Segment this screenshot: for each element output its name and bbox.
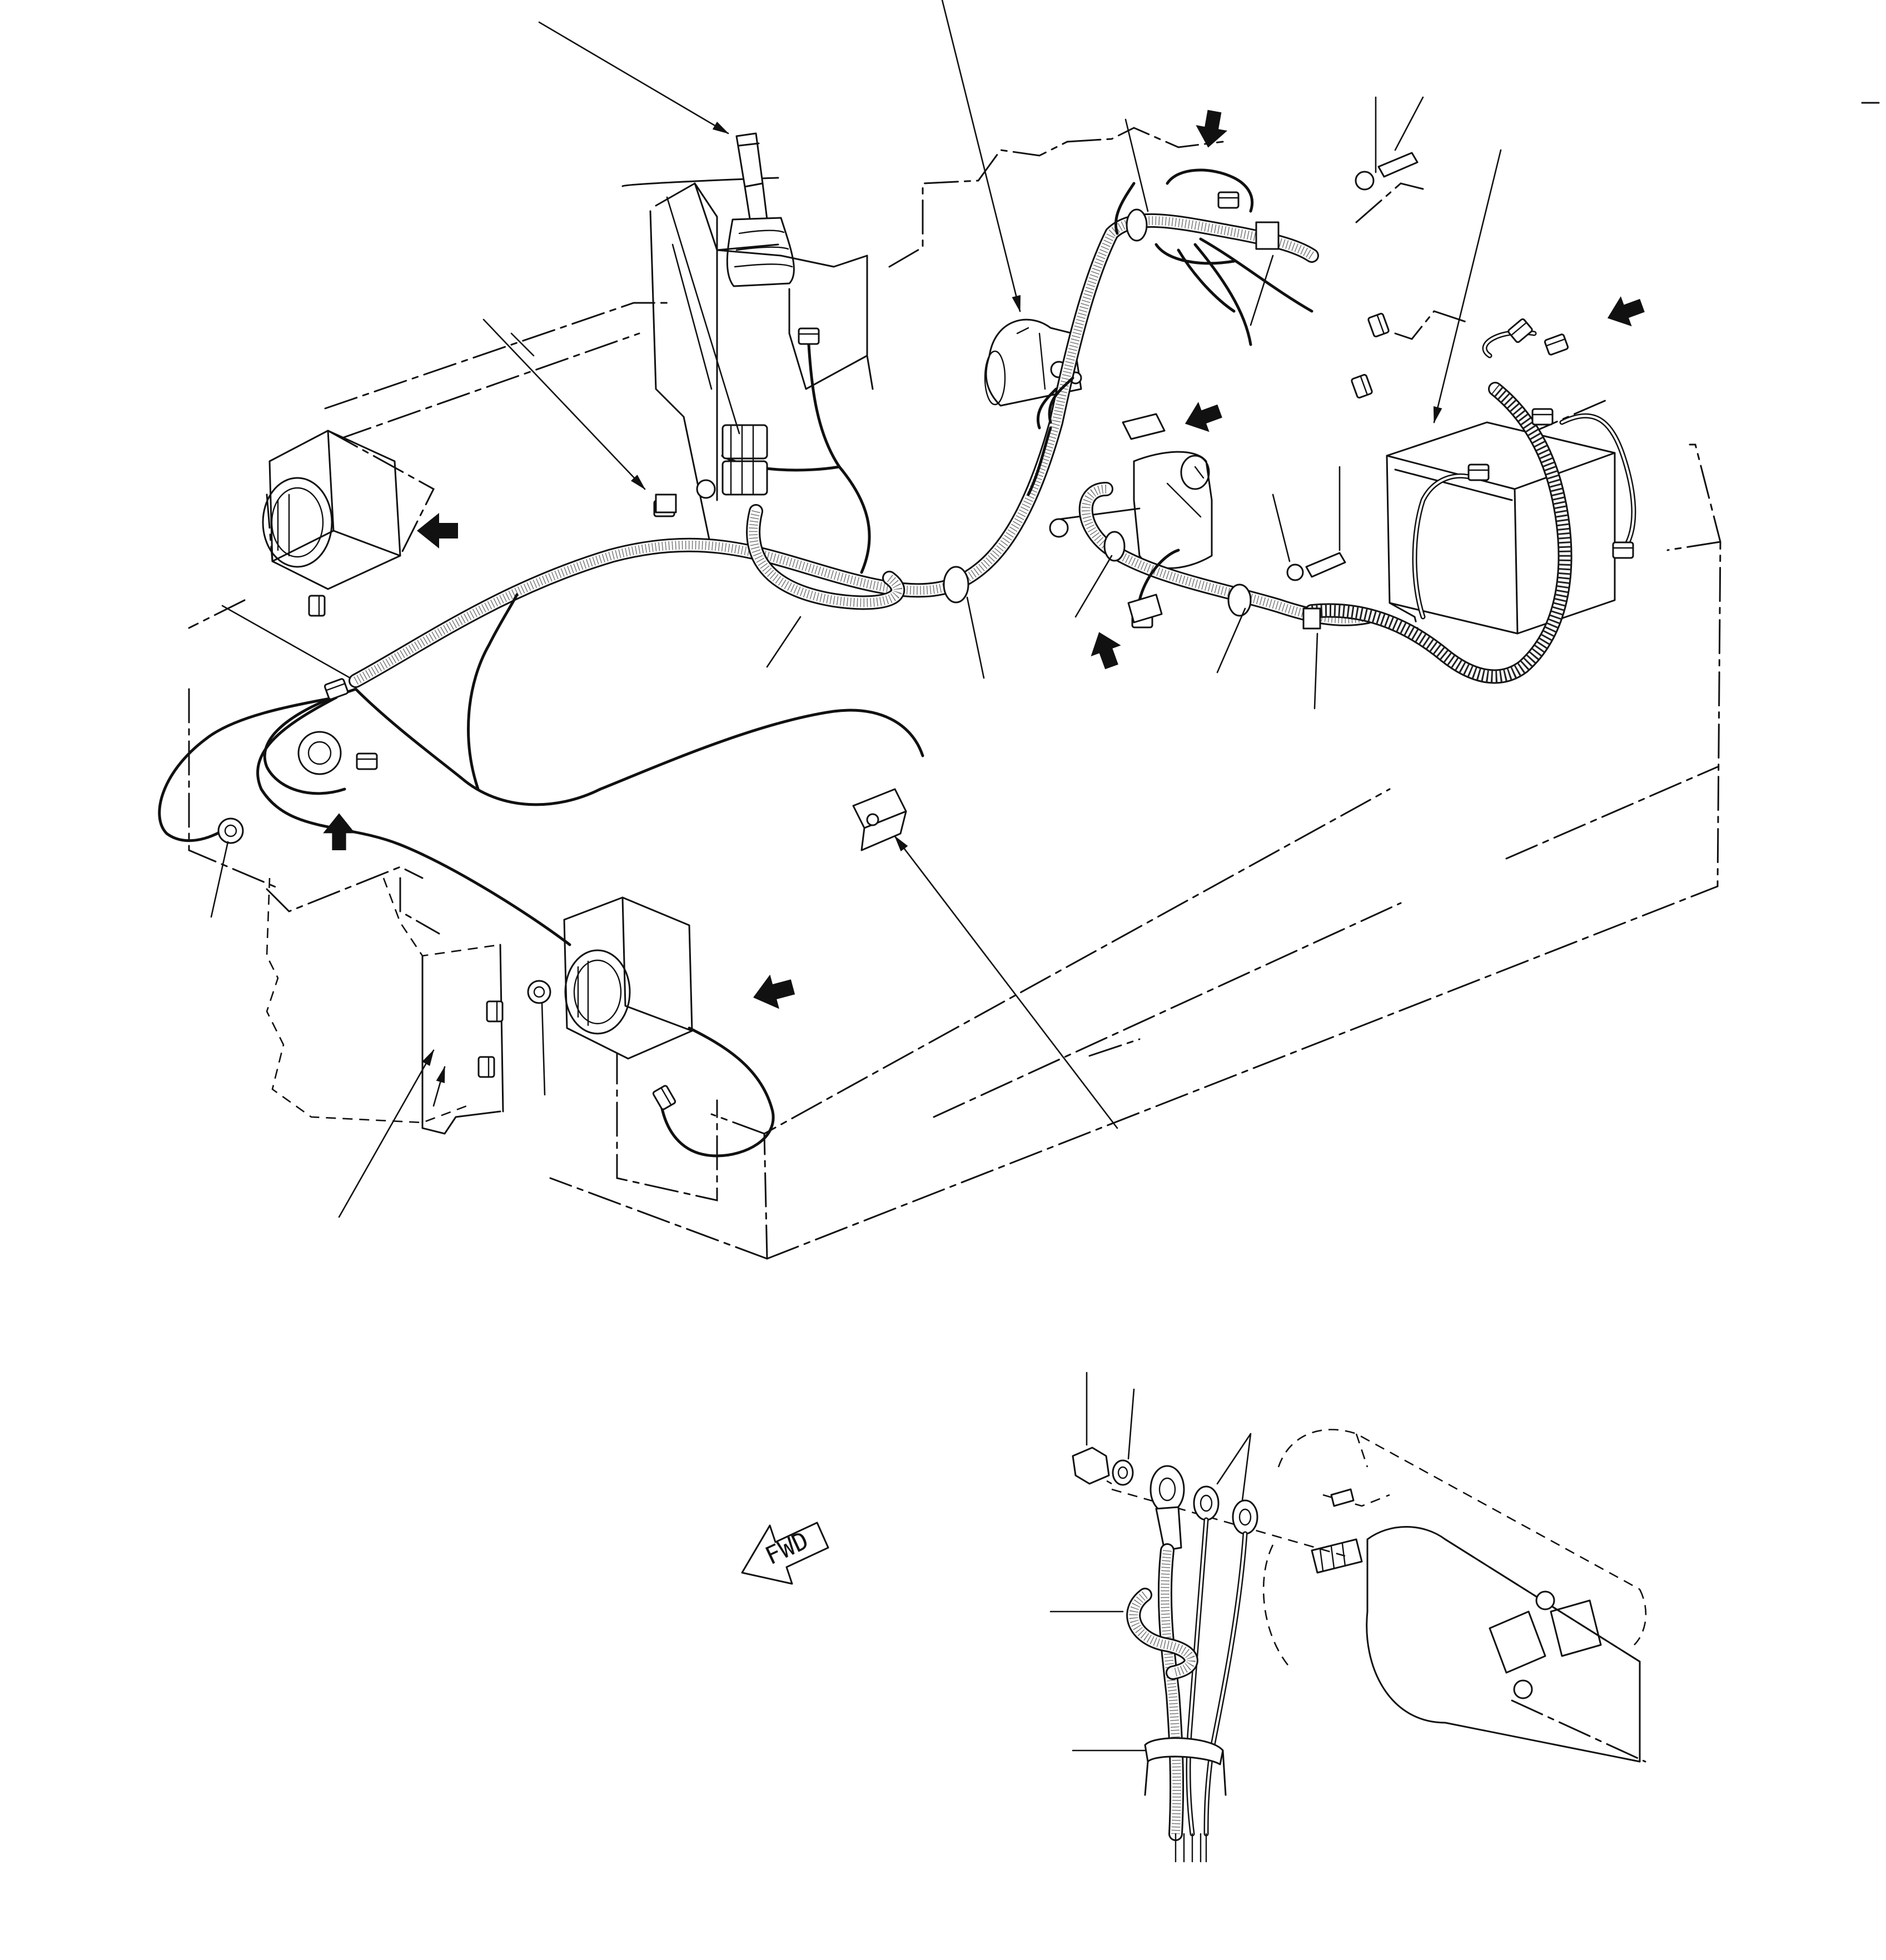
leader-lines [210,0,1502,1218]
work-light-lower [563,896,693,1060]
detail-starter-terminal [1049,1371,1647,1863]
shift-lever [621,132,874,551]
work-light-upper-left [262,430,435,590]
engine-block-lower-left [266,877,718,1201]
machine-body-outline [188,127,1721,1260]
starter-motor [1049,451,1213,569]
battery-cable-corrugated [1305,330,1636,684]
thin-wires [158,168,1313,1158]
connectors [217,152,1634,1111]
fwd-direction-arrow: FWD [741,1522,829,1585]
